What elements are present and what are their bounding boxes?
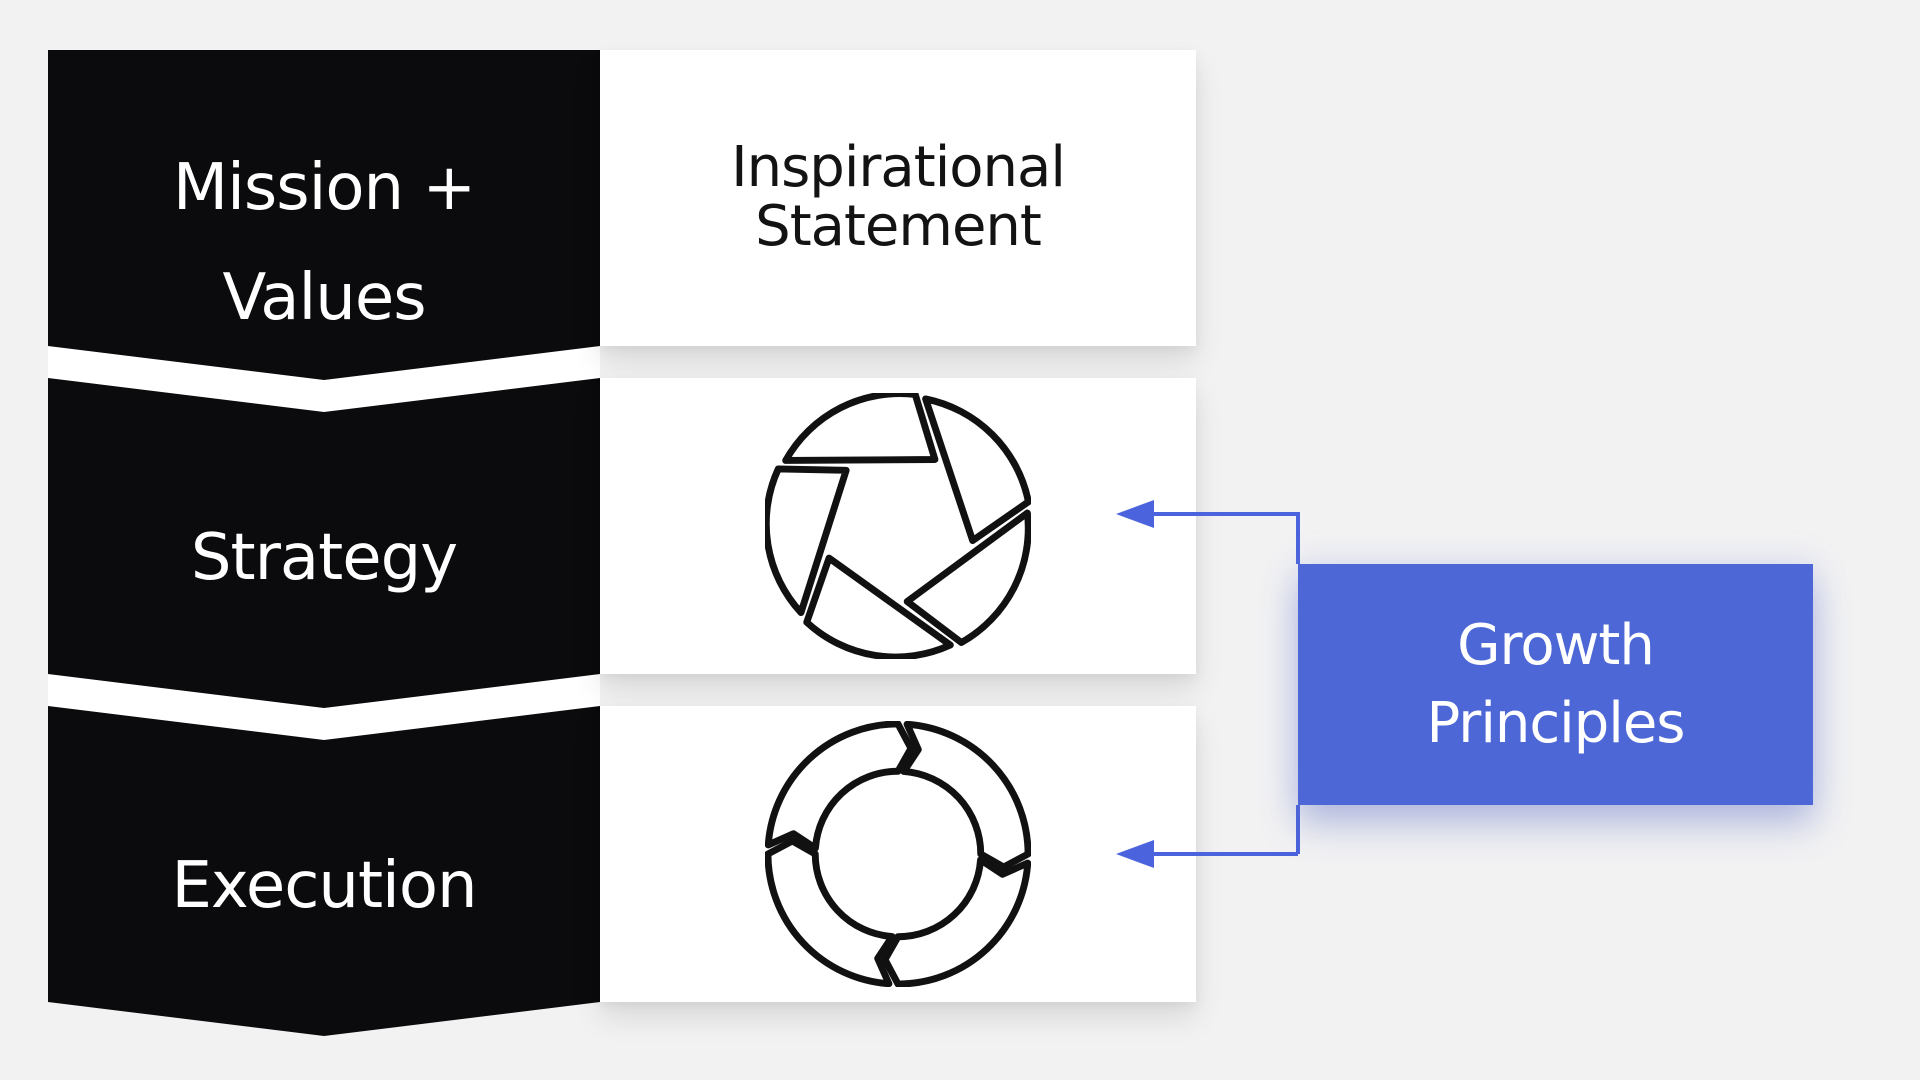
cycle-arrows-icon	[765, 721, 1031, 987]
connector-elbow-lower	[1296, 805, 1300, 854]
banner-label-execution: Execution	[171, 848, 477, 923]
content-card-inspirational-statement: Inspirational Statement	[600, 50, 1196, 346]
content-card-strategy	[600, 378, 1196, 674]
chevron-banner-execution: Execution	[48, 706, 600, 1036]
chevron-banner-strategy: Strategy	[48, 378, 600, 708]
banner-label-strategy: Strategy	[190, 520, 458, 595]
growth-principles-callout: Growth Principles	[1298, 564, 1813, 805]
connector-line-execution	[1148, 852, 1298, 856]
banner-label-mission-values: Mission + Values	[172, 150, 476, 335]
inspirational-statement-text: Inspirational Statement	[731, 135, 1066, 259]
connector-line-strategy	[1148, 512, 1298, 516]
arrowhead-left-execution-icon	[1116, 840, 1154, 868]
aperture-icon	[765, 393, 1031, 659]
growth-principles-label: Growth Principles	[1426, 613, 1686, 756]
chevron-banner-mission-values: Mission + Values	[48, 50, 600, 380]
content-card-execution	[600, 706, 1196, 1002]
arrowhead-left-strategy-icon	[1116, 500, 1154, 528]
connector-elbow-upper	[1296, 512, 1300, 564]
